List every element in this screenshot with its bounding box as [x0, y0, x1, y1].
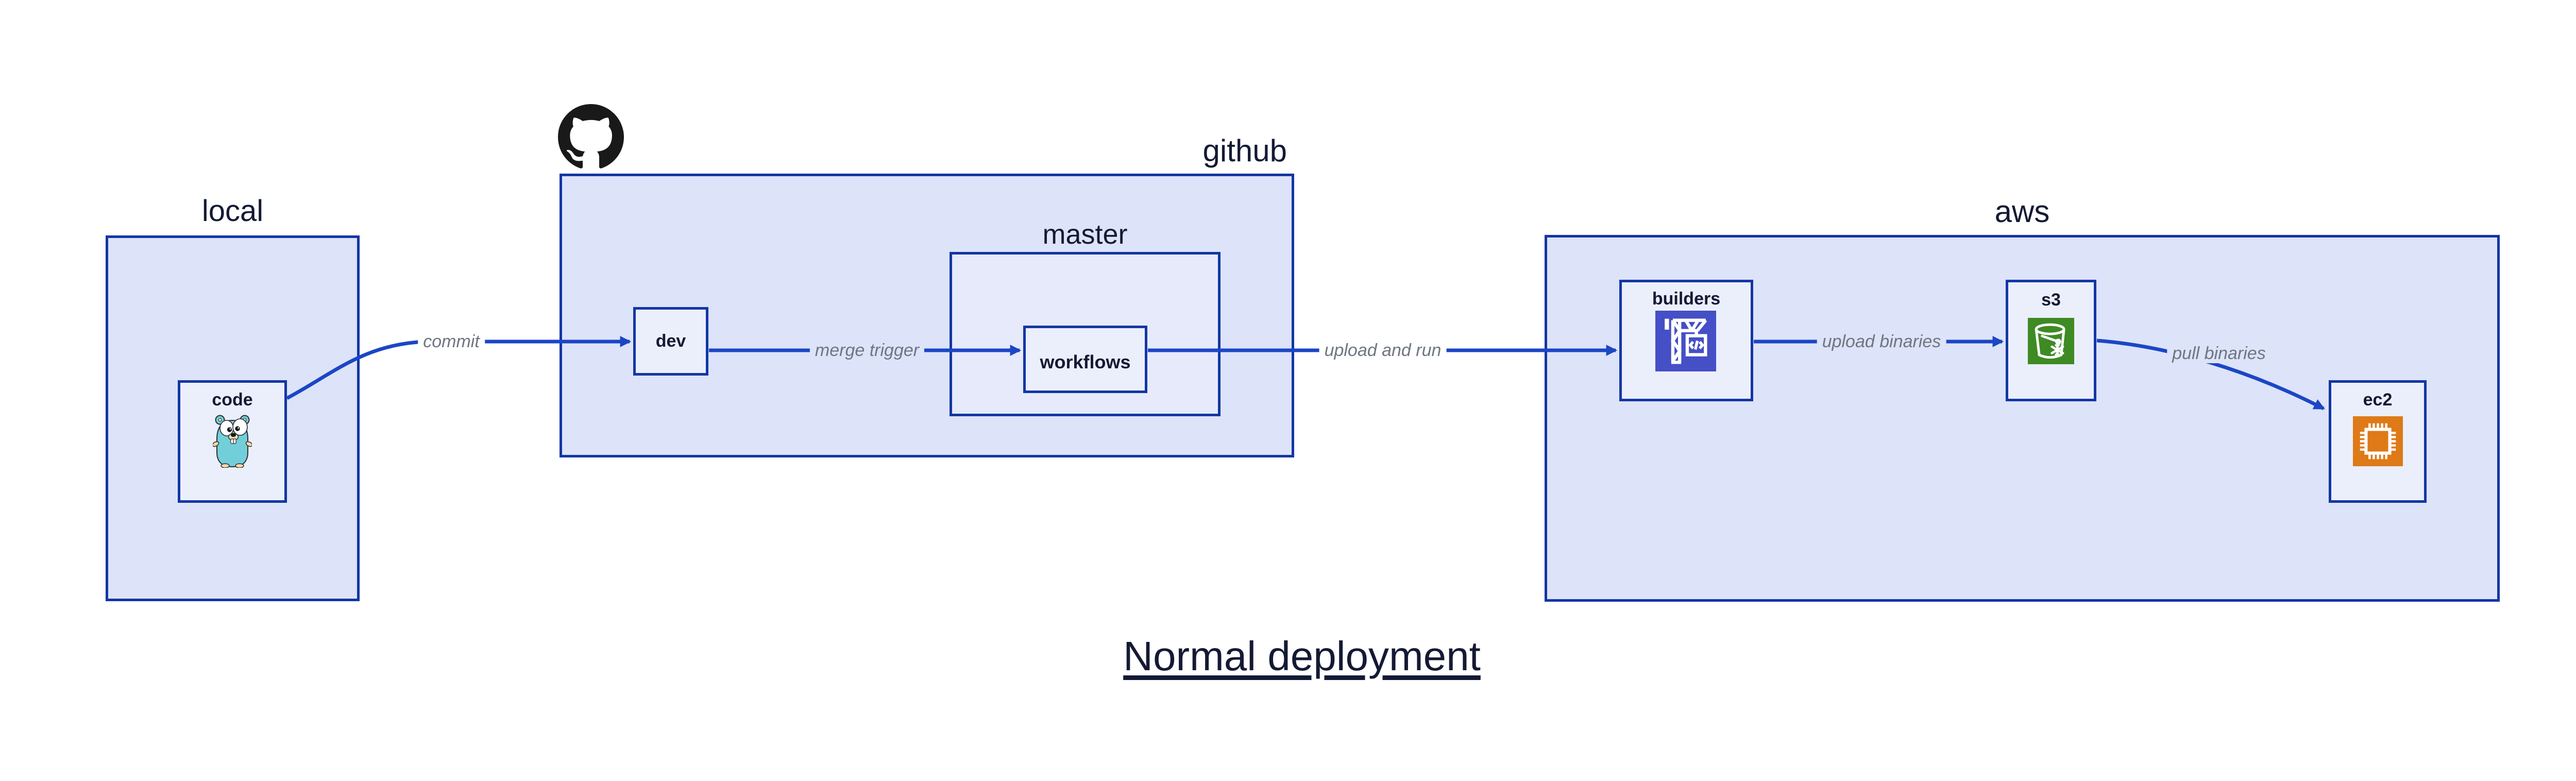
local-group-label: local: [201, 194, 264, 228]
ec2-node-label: ec2: [2363, 390, 2393, 410]
diagram-title: Normal deployment: [1123, 633, 1481, 679]
edge-pull-binaries-label: pull binaries: [2167, 344, 2271, 363]
bucket-snowflake-icon: [2028, 318, 2074, 364]
cpu-chip-icon: [2353, 416, 2403, 466]
workflows-node-label: workflows: [1040, 351, 1131, 372]
github-octocat-logo-icon: [558, 104, 624, 170]
s3-node-label: s3: [2041, 290, 2061, 310]
code-node-label: code: [212, 390, 253, 410]
github-group-label: github: [1202, 133, 1287, 168]
dev-node-box: dev: [633, 307, 708, 376]
edge-commit-label: commit: [418, 332, 485, 351]
edge-upload-and-run-label: upload and run: [1319, 341, 1447, 360]
edge-upload-binaries-label: upload binaries: [1817, 332, 1946, 351]
edge-merge-trigger-label: merge trigger: [809, 341, 925, 360]
edge-commit-line: [286, 336, 632, 400]
aws-group-label: aws: [1994, 194, 2050, 229]
crane-codebuild-icon: [1655, 311, 1716, 371]
dev-node-label: dev: [655, 331, 686, 351]
workflows-node-box: workflows: [1023, 326, 1147, 393]
builders-node-label: builders: [1652, 289, 1721, 309]
master-group-label: master: [1042, 219, 1128, 250]
go-gopher-icon: [213, 412, 252, 468]
